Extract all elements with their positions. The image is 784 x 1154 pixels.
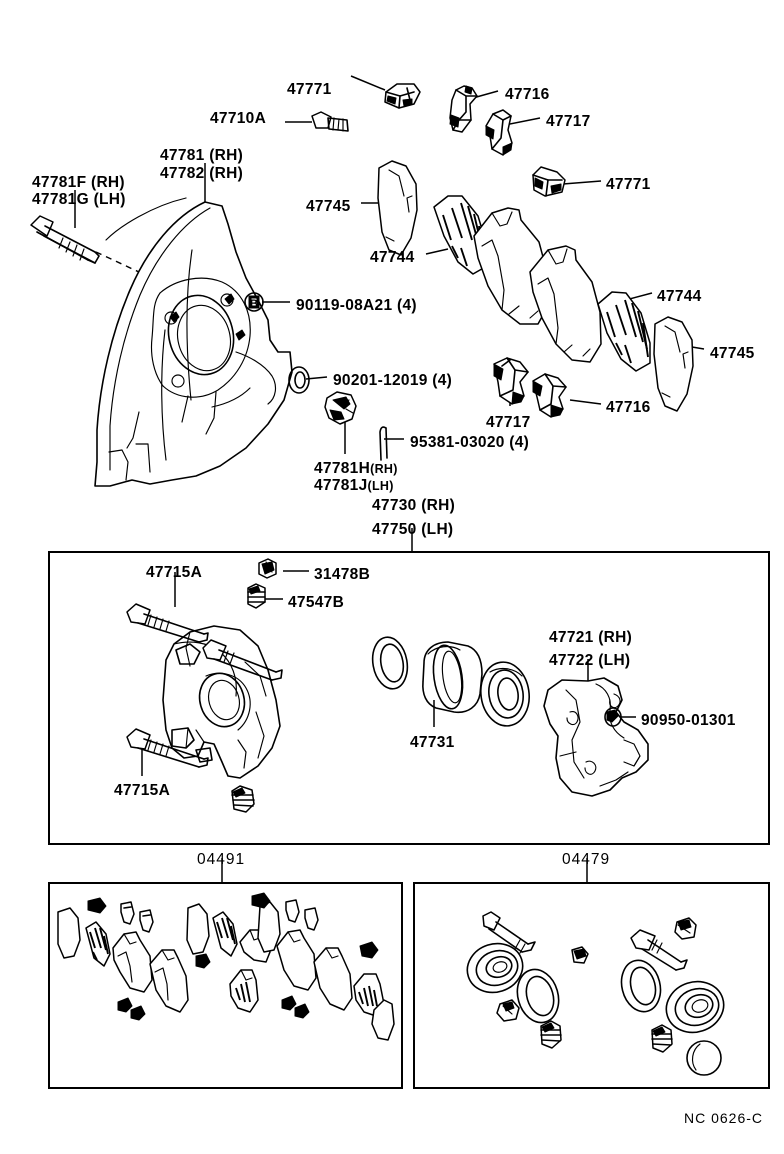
callout-47715A-upper: 47715A: [146, 564, 203, 581]
callout-90950-01301: 90950-01301: [641, 712, 736, 729]
callout-95381-03020: 95381-03020 (4): [410, 434, 530, 451]
callout-47771-mid: 47771: [606, 176, 651, 193]
callout-47717-top: 47717: [546, 113, 591, 130]
callout-47716-lower: 47716: [606, 399, 651, 416]
callout-90119-08A21: 90119-08A21 (4): [296, 297, 417, 314]
washer-90201-12019-icon: [288, 366, 310, 394]
pad-kit-box-04491: [48, 882, 403, 1089]
pad-shim-47745-lower-icon: [653, 316, 694, 412]
callout-47781J-lh: 47781J(LH): [314, 477, 394, 495]
callout-90201-12019: 90201-12019 (4): [333, 372, 453, 389]
dust-cover-47781-icon: [94, 197, 293, 487]
bolt-symbol-90119-08A21-icon: B: [244, 292, 264, 312]
pad-shim-47744-upper-icon: [433, 195, 488, 275]
callout-47722-lh: 47722 (LH): [549, 652, 631, 669]
callout-47781J-number: 47781J: [314, 477, 368, 494]
callout-47715A-lower: 47715A: [114, 782, 171, 799]
callout-04479: 04479: [562, 851, 611, 868]
retainer-47717-lower-icon: [493, 357, 529, 405]
callout-47781H-rh: 47781H(RH): [314, 460, 398, 478]
pin-95381-03020-icon: [379, 426, 388, 461]
callout-47730-rh: 47730 (RH): [372, 497, 456, 514]
callout-47781F-rh: 47781F (RH): [32, 174, 125, 191]
retainer-47717-top-icon: [485, 109, 513, 156]
drawing-code: NC 0626-C: [684, 1110, 764, 1126]
anti-squeal-clip-47771-mid-icon: [532, 166, 566, 197]
callout-47781-rh: 47781 (RH): [160, 147, 244, 164]
callout-47745-upper: 47745: [306, 198, 351, 215]
callout-47745-lower: 47745: [710, 345, 755, 362]
callout-47781H-number: 47781H: [314, 460, 371, 477]
callout-47717-lower: 47717: [486, 414, 531, 431]
callout-47716-top: 47716: [505, 86, 550, 103]
guide-bolt-47781F-icon: [30, 215, 100, 264]
callout-47731: 47731: [410, 734, 455, 751]
callout-47744-lower: 47744: [657, 288, 702, 305]
callout-04491: 04491: [197, 851, 246, 868]
leader-lines-kits: [221, 858, 588, 882]
callout-31478B: 31478B: [314, 566, 371, 583]
callout-47710A: 47710A: [210, 110, 267, 127]
pad-shim-47744-lower-icon: [597, 291, 651, 372]
callout-47771-top: 47771: [287, 81, 332, 98]
callout-47781G-lh: 47781G (LH): [32, 191, 126, 208]
svg-text:B: B: [250, 298, 258, 310]
caliper-detail-box: [48, 551, 770, 845]
callout-47781H-suffix: (RH): [370, 462, 398, 476]
support-clip-47716-top-icon: [449, 85, 478, 133]
anti-squeal-clip-47771-top-icon: [384, 83, 421, 109]
callout-47744-upper: 47744: [370, 249, 415, 266]
callout-47782-rh: 47782 (RH): [160, 165, 244, 182]
callout-47750-lh: 47750 (LH): [372, 521, 454, 538]
support-clip-47716-lower-icon: [532, 373, 567, 418]
bushing-47781H-icon: [324, 391, 357, 425]
callout-47781J-suffix: (LH): [367, 479, 394, 493]
bolt-47710A-icon: [311, 111, 349, 132]
brake-pad-front-icon: [473, 207, 549, 325]
brake-pad-rear-icon: [529, 245, 602, 363]
callout-47547B: 47547B: [288, 594, 345, 611]
seal-kit-box-04479: [413, 882, 770, 1089]
callout-47721-rh: 47721 (RH): [549, 629, 633, 646]
pad-shim-47745-upper-icon: [377, 160, 418, 256]
